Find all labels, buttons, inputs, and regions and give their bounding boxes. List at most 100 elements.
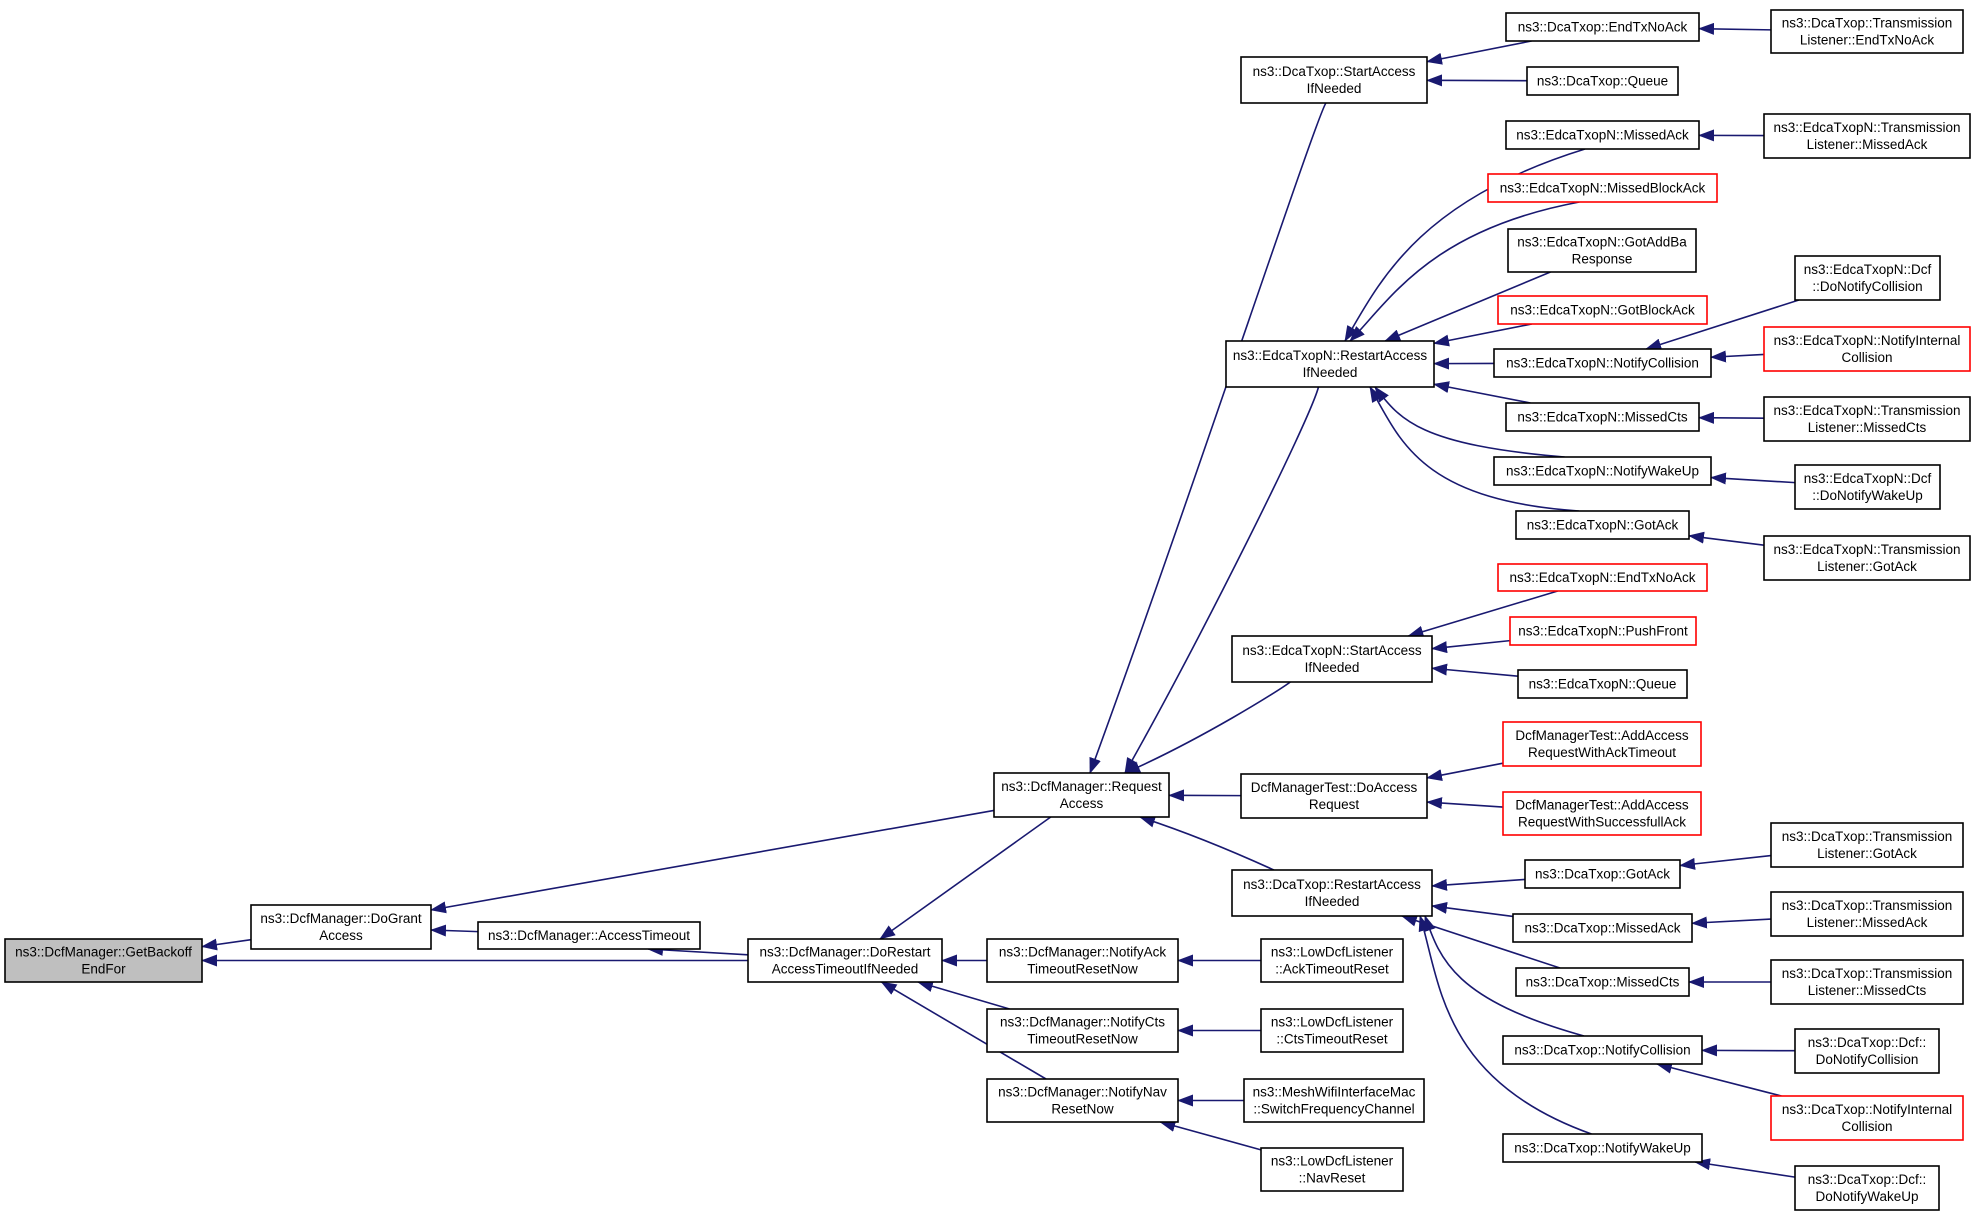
node-edca_tl_missedcts[interactable]: ns3::EdcaTxopN::TransmissionListener::Mi…: [1763, 396, 1971, 442]
node-edca_pushfront[interactable]: ns3::EdcaTxopN::PushFront: [1509, 616, 1697, 646]
node-box: [1505, 12, 1700, 42]
node-dca_tl_endtxnoack[interactable]: ns3::DcaTxop::TransmissionListener::EndT…: [1770, 9, 1964, 54]
edge-edca_tl_gotack-to-edca_gotack: [1688, 531, 1765, 546]
node-label: ns3::DcaTxop::NotifyInternal: [1782, 1102, 1952, 1117]
node-dca_missedcts[interactable]: ns3::DcaTxop::MissedCts: [1515, 967, 1690, 997]
node-edca_tl_missedack[interactable]: ns3::EdcaTxopN::TransmissionListener::Mi…: [1763, 113, 1971, 159]
node-edca_missedcts[interactable]: ns3::EdcaTxopN::MissedCts: [1505, 402, 1700, 432]
node-dorestart[interactable]: ns3::DcfManager::DoRestartAccessTimeoutI…: [747, 938, 943, 983]
node-label: ::DoNotifyCollision: [1812, 279, 1922, 294]
node-label: ::DoNotifyWakeUp: [1812, 488, 1923, 503]
node-box: [1794, 464, 1941, 510]
node-box: [1505, 402, 1700, 432]
node-dca_dcf_donotifywakeup[interactable]: ns3::DcaTxop::Dcf::DoNotifyWakeUp: [1794, 1165, 1940, 1211]
node-notifycts[interactable]: ns3::DcfManager::NotifyCtsTimeoutResetNo…: [986, 1008, 1179, 1053]
node-box: [1497, 295, 1708, 325]
node-label: DoNotifyWakeUp: [1815, 1189, 1918, 1204]
node-lowcts[interactable]: ns3::LowDcfListener::CtsTimeoutReset: [1260, 1008, 1404, 1053]
node-meshswitch[interactable]: ns3::MeshWifiInterfaceMac::SwitchFrequen…: [1243, 1078, 1425, 1123]
node-dca_missedack[interactable]: ns3::DcaTxop::MissedAck: [1512, 913, 1693, 943]
edge-notifycts-to-dorestart: [916, 980, 1010, 1010]
node-edca_notifywakeup[interactable]: ns3::EdcaTxopN::NotifyWakeUp: [1493, 456, 1712, 486]
node-edca_queue[interactable]: ns3::EdcaTxopN::Queue: [1517, 669, 1688, 699]
edge-test_ackto-to-test_doaccess: [1426, 762, 1504, 781]
node-notifyack[interactable]: ns3::DcfManager::NotifyAckTimeoutResetNo…: [986, 938, 1179, 983]
node-box: [1260, 1008, 1404, 1053]
node-edca_gotack[interactable]: ns3::EdcaTxopN::GotAck: [1515, 510, 1690, 540]
node-box: [1763, 535, 1971, 581]
node-dca_endtxnoack[interactable]: ns3::DcaTxop::EndTxNoAck: [1505, 12, 1700, 42]
node-label: ns3::EdcaTxopN::NotifyInternal: [1774, 333, 1961, 348]
node-edca_endtxnoack[interactable]: ns3::EdcaTxopN::EndTxNoAck: [1497, 563, 1708, 592]
node-box: [1524, 859, 1681, 889]
edge-dca_tl_endtxnoack-to-dca_endtxnoack: [1698, 22, 1772, 35]
node-dca_tl_gotack[interactable]: ns3::DcaTxop::TransmissionListener::GotA…: [1770, 822, 1964, 868]
node-box: [1517, 669, 1688, 699]
node-label: Access: [1060, 796, 1104, 811]
node-label: ns3::DcaTxop::MissedCts: [1526, 975, 1680, 990]
node-label: ns3::DcfManager::NotifyNav: [998, 1085, 1167, 1100]
edge-edca_dcf_donotifywakeup-to-edca_notifywakeup: [1710, 472, 1796, 485]
node-label: ns3::DcaTxop::EndTxNoAck: [1518, 20, 1688, 35]
node-edca_tl_gotack[interactable]: ns3::EdcaTxopN::TransmissionListener::Go…: [1763, 535, 1971, 581]
node-dca_dcf_donotifycollision[interactable]: ns3::DcaTxop::Dcf::DoNotifyCollision: [1794, 1028, 1940, 1074]
node-label: AccessTimeoutIfNeeded: [772, 962, 919, 977]
node-edca_missedack[interactable]: ns3::EdcaTxopN::MissedAck: [1505, 120, 1700, 150]
node-edca_gotblockack[interactable]: ns3::EdcaTxopN::GotBlockAck: [1497, 295, 1708, 325]
node-label: Collision: [1841, 1119, 1892, 1134]
node-dca_notifywakeup[interactable]: ns3::DcaTxop::NotifyWakeUp: [1502, 1133, 1703, 1163]
node-label: Listener::MissedAck: [1807, 137, 1928, 152]
node-edca_dcf_donotifywakeup[interactable]: ns3::EdcaTxopN::Dcf::DoNotifyWakeUp: [1794, 464, 1941, 510]
node-test_ackto[interactable]: DcfManagerTest::AddAccessRequestWithAckT…: [1502, 721, 1702, 767]
node-label: ::NavReset: [1299, 1171, 1366, 1186]
node-label: Listener::MissedCts: [1808, 983, 1927, 998]
node-label: ns3::DcfManager::Request: [1001, 779, 1162, 794]
node-label: ns3::DcfManager::AccessTimeout: [488, 928, 690, 943]
node-label: ns3::LowDcfListener: [1271, 945, 1394, 960]
node-label: ns3::DcaTxop::RestartAccess: [1243, 877, 1421, 892]
node-lownav[interactable]: ns3::LowDcfListener::NavReset: [1260, 1147, 1404, 1192]
node-label: ns3::DcfManager::DoGrant: [260, 911, 422, 926]
node-box: [1505, 120, 1700, 150]
edge-dca_endtxnoack-to-dca_start: [1426, 40, 1532, 65]
node-box: [1225, 340, 1435, 388]
node-label: IfNeeded: [1307, 81, 1362, 96]
node-label: ns3::DcaTxop::Transmission: [1782, 829, 1953, 844]
node-box: [986, 938, 1179, 983]
node-dca_tl_missedack[interactable]: ns3::DcaTxop::TransmissionListener::Miss…: [1770, 891, 1964, 937]
node-label: RequestWithAckTimeout: [1528, 745, 1676, 760]
edge-edca_notifyinternalcollision-to-edca_notifycollision: [1710, 350, 1765, 363]
node-test_successack[interactable]: DcfManagerTest::AddAccessRequestWithSucc…: [1502, 791, 1702, 836]
node-edca_missedblockack[interactable]: ns3::EdcaTxopN::MissedBlockAck: [1487, 173, 1718, 203]
node-label: ns3::EdcaTxopN::MissedBlockAck: [1500, 181, 1706, 196]
node-dca_queue[interactable]: ns3::DcaTxop::Queue: [1526, 66, 1679, 96]
node-dca_notifycollision[interactable]: ns3::DcaTxop::NotifyCollision: [1502, 1035, 1703, 1065]
edge-dca_notifywakeup-to-dca_restart: [1418, 915, 1592, 1135]
node-accesstimeout[interactable]: ns3::DcfManager::AccessTimeout: [477, 921, 701, 950]
node-edca_notifycollision[interactable]: ns3::EdcaTxopN::NotifyCollision: [1493, 348, 1712, 378]
node-box: [1493, 348, 1712, 378]
node-dca_gotack[interactable]: ns3::DcaTxop::GotAck: [1524, 859, 1681, 889]
node-lowack[interactable]: ns3::LowDcfListener::AckTimeoutReset: [1260, 938, 1404, 983]
node-label: Listener::EndTxNoAck: [1800, 33, 1935, 48]
node-box: [1515, 967, 1690, 997]
node-box: [1231, 635, 1433, 683]
node-label: Collision: [1841, 350, 1892, 365]
edge-edca_endtxnoack-to-edca_start: [1407, 590, 1558, 638]
node-label: IfNeeded: [1303, 365, 1358, 380]
node-dca_tl_missedcts[interactable]: ns3::DcaTxop::TransmissionListener::Miss…: [1770, 959, 1964, 1005]
node-box: [1243, 1078, 1425, 1123]
node-edca_dcf_donotifycollision[interactable]: ns3::EdcaTxopN::Dcf::DoNotifyCollision: [1794, 255, 1941, 301]
